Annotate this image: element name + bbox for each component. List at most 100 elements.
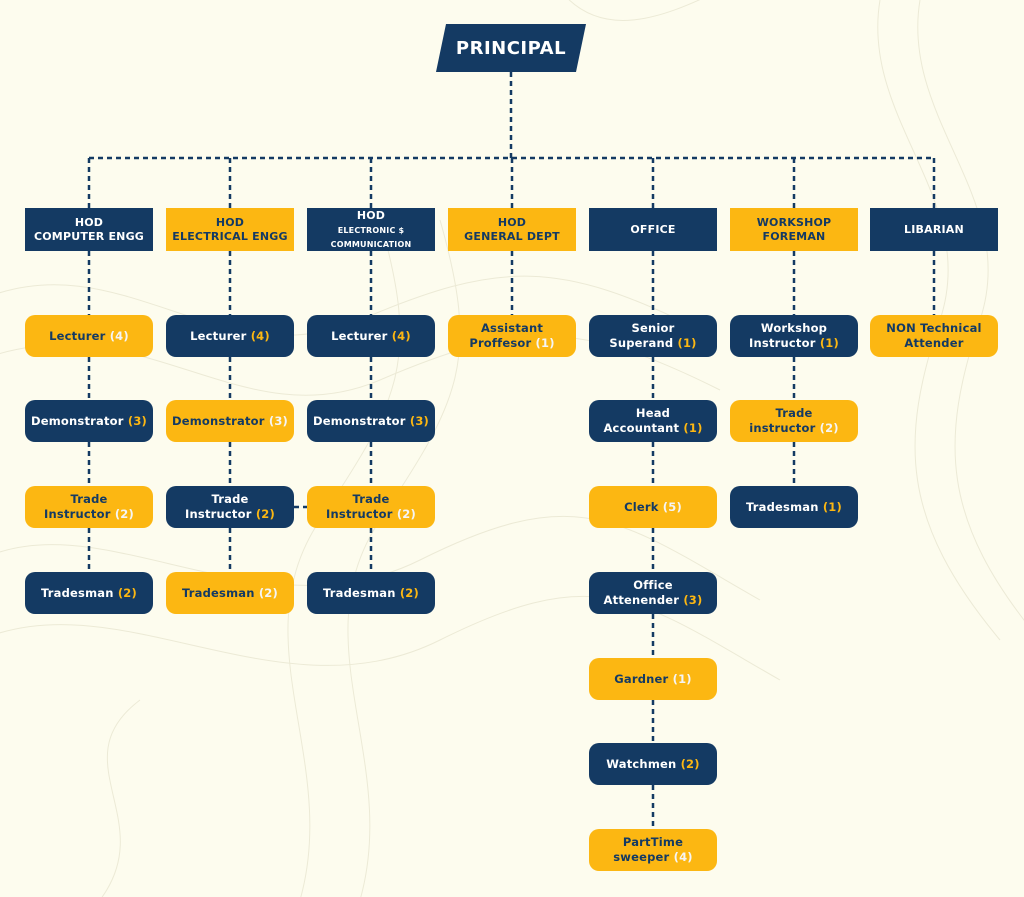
role-office-0-line: Superand (1) [609, 336, 696, 351]
role-computer-1-text: Demonstrator [31, 413, 124, 428]
role-office-3-line: Attenender (3) [604, 593, 703, 608]
role-workshop-1-text: Trade [775, 406, 813, 420]
role-office-1-line: Head [636, 406, 670, 421]
role-office-2-text: Clerk [624, 499, 659, 514]
role-office-3-count: (3) [679, 593, 703, 607]
role-electronic-2-text: Trade [352, 492, 390, 506]
role-office-2-line: Clerk (5) [624, 500, 682, 515]
head-office: OFFICE [589, 208, 717, 251]
role-computer-2-count: (2) [110, 507, 134, 521]
role-office-6-count: (4) [669, 850, 693, 864]
head-workshop-line: FOREMAN [763, 230, 826, 244]
head-workshop-line: WORKSHOP [757, 216, 832, 230]
role-office-1-text: Head [635, 406, 671, 420]
head-workshop-text: WORKSHOP [756, 215, 832, 229]
role-electrical-3-text: Tradesman [182, 585, 255, 600]
role-office-3-text: Office [633, 578, 673, 592]
head-electronic-text: COMMUNICATION [330, 239, 412, 249]
role-workshop-0-count: (1) [815, 336, 839, 350]
role-office-5-line: Watchmen (2) [606, 757, 699, 772]
role-office-6-text: PartTime [622, 835, 684, 849]
role-computer-0-line: Lecturer (4) [49, 329, 129, 344]
head-electronic-line: HOD [357, 209, 385, 223]
head-electronic-text: HOD [356, 208, 386, 222]
role-workshop-1-line: instructor (2) [749, 421, 839, 436]
role-electrical-1-line: Demonstrator (3) [172, 414, 288, 429]
role-office-0-count: (1) [673, 336, 697, 350]
head-electrical-text: HOD [215, 215, 245, 229]
role-office-1-text: Accountant [603, 421, 680, 435]
role-office-3-line: Office [633, 578, 673, 593]
role-electrical-1-text: Demonstrator [172, 413, 265, 428]
head-electronic-text: ELECTRONIC $ [337, 225, 405, 235]
head-electrical-line: HOD [216, 216, 244, 230]
role-electrical-2-line: Instructor (2) [185, 507, 275, 522]
role-electrical-1: Demonstrator (3) [166, 400, 294, 442]
head-general-line: HOD [498, 216, 526, 230]
role-computer-2-line: Instructor (2) [44, 507, 134, 522]
head-office-text: OFFICE [630, 222, 676, 236]
head-electrical-line: ELECTRICAL ENGG [172, 230, 287, 244]
role-workshop-2: Tradesman (1) [730, 486, 858, 528]
principal-shape [436, 24, 586, 72]
head-librarian-text: LIBARIAN [904, 222, 964, 236]
role-electronic-1-text: Demonstrator [313, 413, 406, 428]
role-office-4-line: Gardner (1) [614, 672, 692, 687]
head-computer-text: HOD [74, 215, 104, 229]
role-electrical-2-text: Trade [211, 492, 249, 506]
role-computer-3-line: Tradesman (2) [41, 586, 137, 601]
head-electrical-text: ELECTRICAL ENGG [172, 229, 288, 243]
principal-box: PRINCIPAL [436, 24, 586, 72]
role-electrical-2-text: Instructor [185, 507, 252, 521]
role-office-5: Watchmen (2) [589, 743, 717, 785]
role-office-1-line: Accountant (1) [603, 421, 702, 436]
role-office-4-text: Gardner [614, 671, 669, 686]
role-general-0-line: Assistant [481, 321, 543, 336]
role-workshop-2-line: Tradesman (1) [746, 500, 842, 515]
role-office-6-text: sweeper [613, 850, 670, 864]
role-librarian-0-line: Attender [904, 336, 963, 351]
role-electronic-3-text: Tradesman [323, 585, 396, 600]
role-office-1-count: (1) [679, 421, 703, 435]
role-general-0-line: Proffesor (1) [469, 336, 554, 351]
role-office-3-text: Attenender [603, 593, 680, 607]
head-computer-line: HOD [75, 216, 103, 230]
head-workshop-text: FOREMAN [762, 229, 826, 243]
role-electronic-0: Lecturer (4) [307, 315, 435, 357]
role-computer-3-count: (2) [113, 585, 137, 600]
role-office-0-text: Superand [609, 336, 674, 350]
role-electronic-1-count: (3) [405, 413, 429, 428]
role-workshop-1-line: Trade [775, 406, 812, 421]
role-office-6-line: PartTime [623, 835, 683, 850]
role-electrical-0-line: Lecturer (4) [190, 329, 270, 344]
role-workshop-2-text: Tradesman [746, 499, 819, 514]
role-workshop-0-text: Workshop [760, 321, 828, 335]
role-electronic-0-line: Lecturer (4) [331, 329, 411, 344]
role-office-0-line: Senior [632, 321, 675, 336]
role-electrical-0-count: (4) [246, 328, 270, 343]
role-electrical-3-line: Tradesman (2) [182, 586, 278, 601]
head-electronic-line: ELECTRONIC $ [338, 223, 405, 237]
role-computer-1-count: (3) [123, 413, 147, 428]
role-electronic-0-count: (4) [387, 328, 411, 343]
role-electronic-1: Demonstrator (3) [307, 400, 435, 442]
principal-label: PRINCIPAL [455, 37, 567, 59]
role-workshop-0-line: Instructor (1) [749, 336, 839, 351]
role-office-4-count: (1) [668, 671, 692, 686]
role-electrical-1-count: (3) [264, 413, 288, 428]
head-general-line: GENERAL DEPT [464, 230, 560, 244]
role-computer-2-text: Trade [70, 492, 108, 506]
role-electrical-2-count: (2) [251, 507, 275, 521]
role-electrical-0-text: Lecturer [190, 328, 247, 343]
